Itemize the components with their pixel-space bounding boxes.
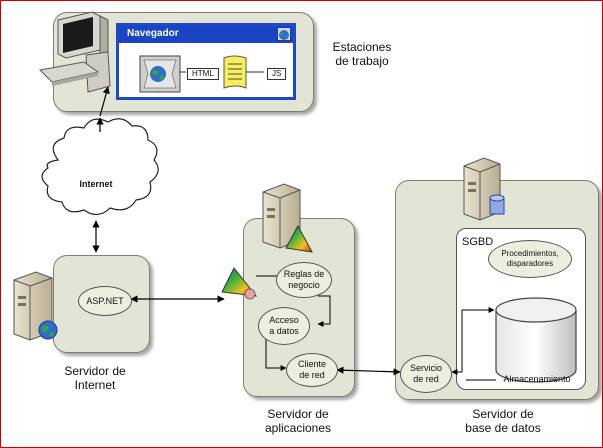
sgbd-label: SGBD <box>462 236 494 248</box>
app-server-label: Servidor de aplicaciones <box>264 407 332 435</box>
data-access-node: Acceso a datos <box>258 307 310 345</box>
html-page-icon <box>139 55 181 93</box>
workstation-to-cloud-arrow <box>99 86 110 117</box>
network-client-node: Cliente de red <box>286 353 338 387</box>
browser-title: Navegador <box>127 28 179 39</box>
storage-cylinder-icon <box>495 297 577 383</box>
business-rules-node: Reglas de negocio <box>276 262 332 298</box>
web-server-icon <box>13 271 58 341</box>
js-script-icon <box>223 55 247 89</box>
computer-icon <box>38 11 111 93</box>
app-server-icon <box>262 183 313 253</box>
browser-title-bar: Navegador <box>119 26 293 43</box>
internet-label: Internet <box>79 179 113 189</box>
service-to-storage-arrow <box>451 307 495 375</box>
browser-window: Navegador HTML JS <box>116 23 296 100</box>
rules-to-access-arrow <box>317 295 331 327</box>
js-label: JS <box>267 68 287 80</box>
web-server-label: Servidor de Internet <box>64 364 126 392</box>
app-to-db-arrow <box>336 366 401 376</box>
network-service-node: Servicio de red <box>400 355 452 393</box>
db-server-label: Servidor de base de datos <box>465 407 541 435</box>
aspnet-node: ASP.NET <box>78 286 132 316</box>
html-label: HTML <box>187 68 219 80</box>
storage-label: Almacenamiento <box>503 374 571 384</box>
internet-cloud-icon <box>41 118 159 216</box>
prism-icon <box>221 267 258 300</box>
globe-icon <box>277 27 291 41</box>
workstations-label: Estaciones de trabajo <box>332 40 392 68</box>
access-to-client-arrow <box>265 330 287 371</box>
db-server-icon <box>463 157 505 221</box>
procedures-node: Procedimientos, disparadores <box>488 240 572 278</box>
